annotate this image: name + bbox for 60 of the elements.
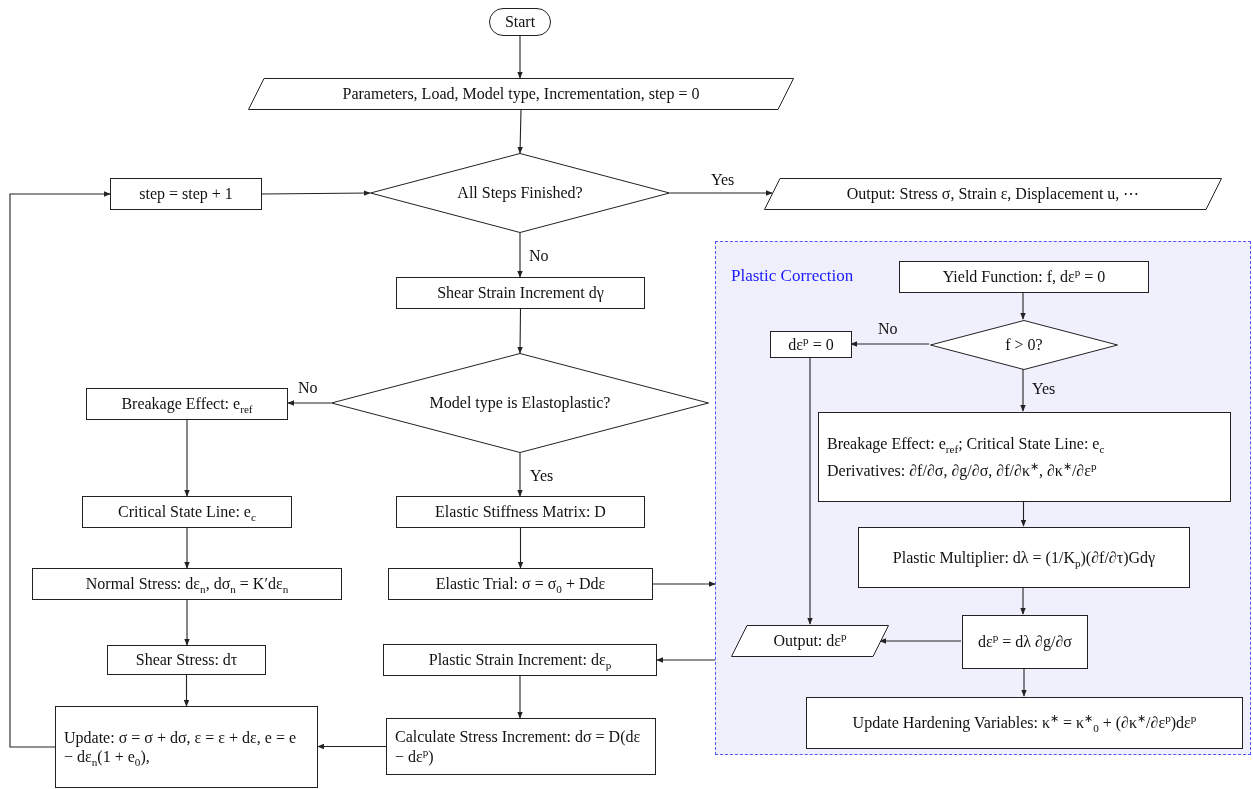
shape-text: Parameters, Load, Model type, Incrementation, step = 0 — [342, 84, 700, 104]
arrow — [1020, 586, 1026, 615]
process-box: Plastic Multiplier: dλ = (1/K$_{p}$)(∂f/∂τ)Gdγ — [858, 527, 1190, 588]
arrow — [9, 191, 111, 748]
decision-diamond — [930, 320, 1118, 370]
decision-diamond — [370, 153, 670, 233]
shape-text: Output: dε$^{p}$ — [773, 631, 847, 651]
arrow — [1020, 291, 1026, 320]
io-parallelogram — [731, 625, 889, 657]
process-box: dε$^{p}$ = 0 — [770, 331, 852, 358]
arrow — [517, 675, 523, 719]
io-parallelogram — [764, 178, 1222, 210]
arrow — [517, 527, 524, 569]
arrow — [184, 599, 190, 646]
dashed-group-box — [715, 241, 1251, 755]
io-parallelogram — [248, 78, 794, 110]
arrow — [656, 657, 716, 663]
process-box: Elastic Stiffness Matrix: D — [396, 496, 645, 528]
arrow — [183, 674, 190, 707]
arrow — [652, 581, 716, 587]
terminal-box: Start — [489, 8, 551, 36]
process-box: Update: σ = σ + dσ, ε = ε + dε, e = e − dε$_{n}$(1 + e$_{0}$), — [55, 706, 318, 788]
arrow — [317, 743, 387, 750]
box-text: Derivatives: ∂f/∂σ, ∂g/∂σ, ∂f/∂κ$^{∗}$, ∂κ$^{∗}$/∂ε$^{p}$ — [827, 461, 1097, 481]
arrow — [517, 308, 523, 354]
process-box — [818, 412, 1231, 502]
arrow — [879, 638, 962, 644]
arrow — [669, 190, 773, 196]
process-box: Shear Stress: dτ — [107, 645, 266, 675]
process-box: Elastic Trial: σ = σ$_{0}$ + Ddε — [388, 568, 653, 600]
arrow — [1021, 667, 1027, 697]
arrow — [517, 232, 523, 278]
process-box: Calculate Stress Increment: dσ = D(dε − dε$^{p}$) — [386, 718, 656, 775]
arrow — [850, 341, 930, 347]
arrow — [1020, 368, 1026, 412]
process-box: Plastic Strain Increment: dε$_{p}$ — [383, 644, 657, 676]
arrow — [184, 419, 190, 497]
group-title: Plastic Correction — [731, 266, 854, 287]
shape-text: All Steps Finished? — [457, 183, 583, 203]
arrow — [517, 452, 523, 497]
arrow — [261, 190, 371, 196]
process-box: Update Hardening Variables: κ$^{∗}$ = κ$^{∗}$$_{0}$ + (∂κ$^{∗}$/∂ε$^{p}$)dε$^{p}$ — [806, 697, 1243, 749]
process-box: Normal Stress: dε$_{n}$, dσ$_{n}$ = K′dε$_{n}$ — [32, 568, 342, 600]
arrow — [184, 527, 190, 569]
arrow — [807, 356, 813, 625]
shape-text: Output: Stress σ, Strain ε, Displacement u, ⋯ — [846, 184, 1140, 204]
box-text: Breakage Effect: e$_{ref}$; Critical State Line: e$_{c}$ — [827, 433, 1105, 453]
arrow — [1020, 500, 1027, 527]
shape-text: Model type is Elastoplastic? — [429, 393, 611, 413]
decision-diamond — [331, 353, 709, 453]
arrow — [287, 400, 332, 406]
process-box: Shear Strain Increment dγ — [396, 277, 645, 309]
arrow — [517, 35, 523, 79]
process-box: Breakage Effect: e$_{ref}$ — [86, 388, 288, 420]
arrow — [517, 109, 523, 154]
process-box: Critical State Line: e$_{c}$ — [82, 496, 292, 528]
shape-text: f > 0? — [1005, 335, 1043, 355]
process-box: step = step + 1 — [110, 178, 262, 210]
process-box: dε$^{p}$ = dλ ∂g/∂σ — [962, 615, 1088, 669]
process-box: Yield Function: f, dε$^{p}$ = 0 — [899, 261, 1149, 293]
